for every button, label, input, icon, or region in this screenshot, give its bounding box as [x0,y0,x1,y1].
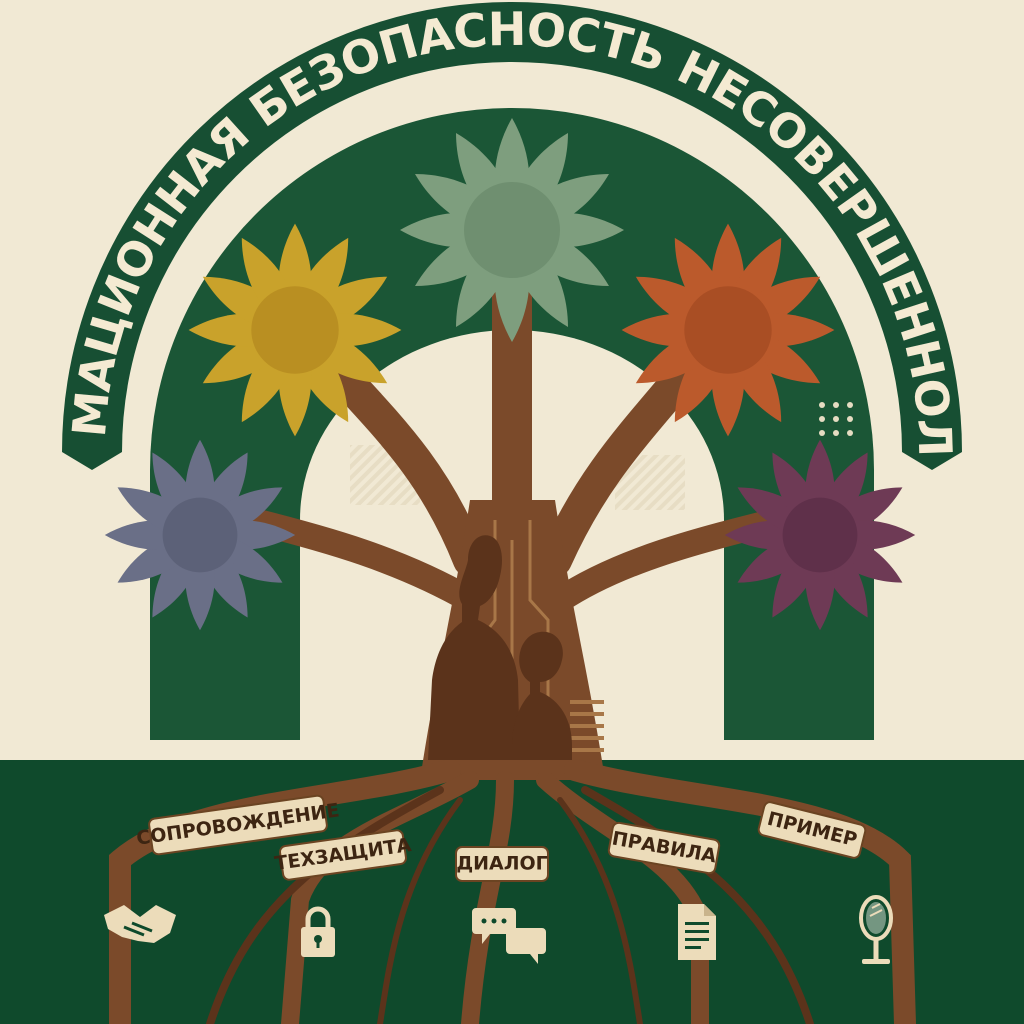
root-label-dialog: ДИАЛОГ [456,853,548,875]
title-banner [62,2,962,453]
chat-bubbles-icon [472,908,546,964]
adult-silhouette [428,535,520,760]
root-label-plaque [279,829,407,881]
mirror-icon [859,895,893,964]
canopy-yellow [188,223,402,437]
banner-end-left [62,452,122,470]
root-label-plaque [455,846,549,882]
canopy-orange [621,223,835,437]
root-dialog: ДИАЛОГ [455,846,549,964]
root-pravila: ПРАВИЛА [607,821,721,960]
canopy-purple [724,439,916,631]
trunk-stripes [570,700,604,752]
banner-end-right [902,452,962,470]
lock-icon [301,906,335,957]
root-label-plaque [148,794,328,856]
handshake-icon [104,905,176,943]
root-sopr: СОПРОВОЖДЕНИЕ [104,794,341,943]
dots-right [819,402,853,436]
canopy-center [400,118,624,342]
canopy-blue [104,439,296,631]
document-icon [678,904,716,960]
root-label-plaque [757,801,867,859]
child-silhouette [512,631,572,760]
root-label-plaque [607,821,721,875]
